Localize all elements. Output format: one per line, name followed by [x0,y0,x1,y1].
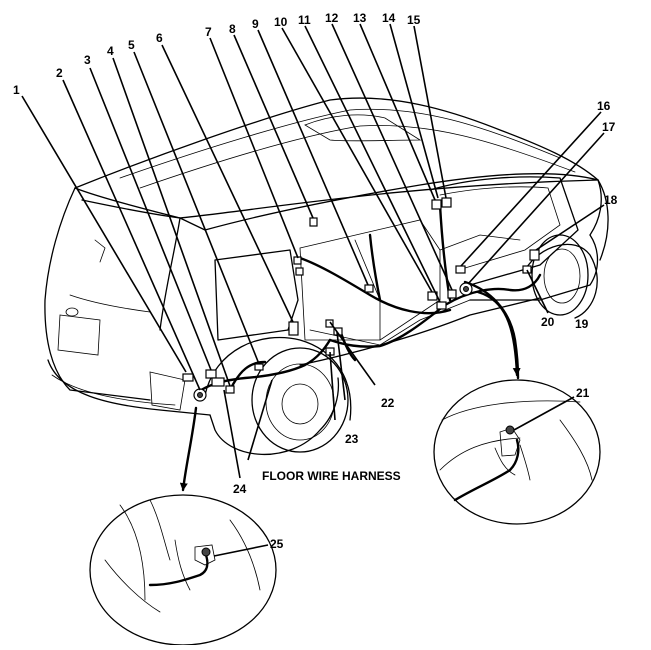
callout-9: 9 [252,17,259,31]
callout-13: 13 [353,11,367,25]
callout-18: 18 [604,193,618,207]
callout-25: 25 [270,537,284,551]
callout-16: 16 [597,99,611,113]
callout-20: 20 [541,315,555,329]
callout-17: 17 [602,120,616,134]
callout-15: 15 [407,13,421,27]
callout-24: 24 [233,482,247,496]
detail-arrows [179,290,521,492]
detail-circle-ground-25 [89,494,277,646]
callout-14: 14 [382,11,396,25]
floor-wire-harness-label: FLOOR WIRE HARNESS [262,469,401,483]
callout-22: 22 [381,396,395,410]
callout-2: 2 [56,66,63,80]
callout-4: 4 [107,44,114,58]
detail-circle-ground-21 [433,379,601,525]
callout-1: 1 [13,83,20,97]
callout-10: 10 [274,15,288,29]
callout-19: 19 [575,317,589,331]
callout-8: 8 [229,22,236,36]
callout-3: 3 [84,53,91,67]
callout-6: 6 [156,31,163,45]
callout-23: 23 [345,432,359,446]
callout-numbers: 1 2 3 4 5 6 7 8 9 10 11 12 13 14 15 16 1… [13,11,618,551]
callout-12: 12 [325,11,339,25]
leader-lines [21,23,605,479]
callout-11: 11 [298,13,311,27]
callout-7: 7 [205,25,212,39]
callout-21: 21 [576,386,590,400]
callout-5: 5 [128,38,135,52]
